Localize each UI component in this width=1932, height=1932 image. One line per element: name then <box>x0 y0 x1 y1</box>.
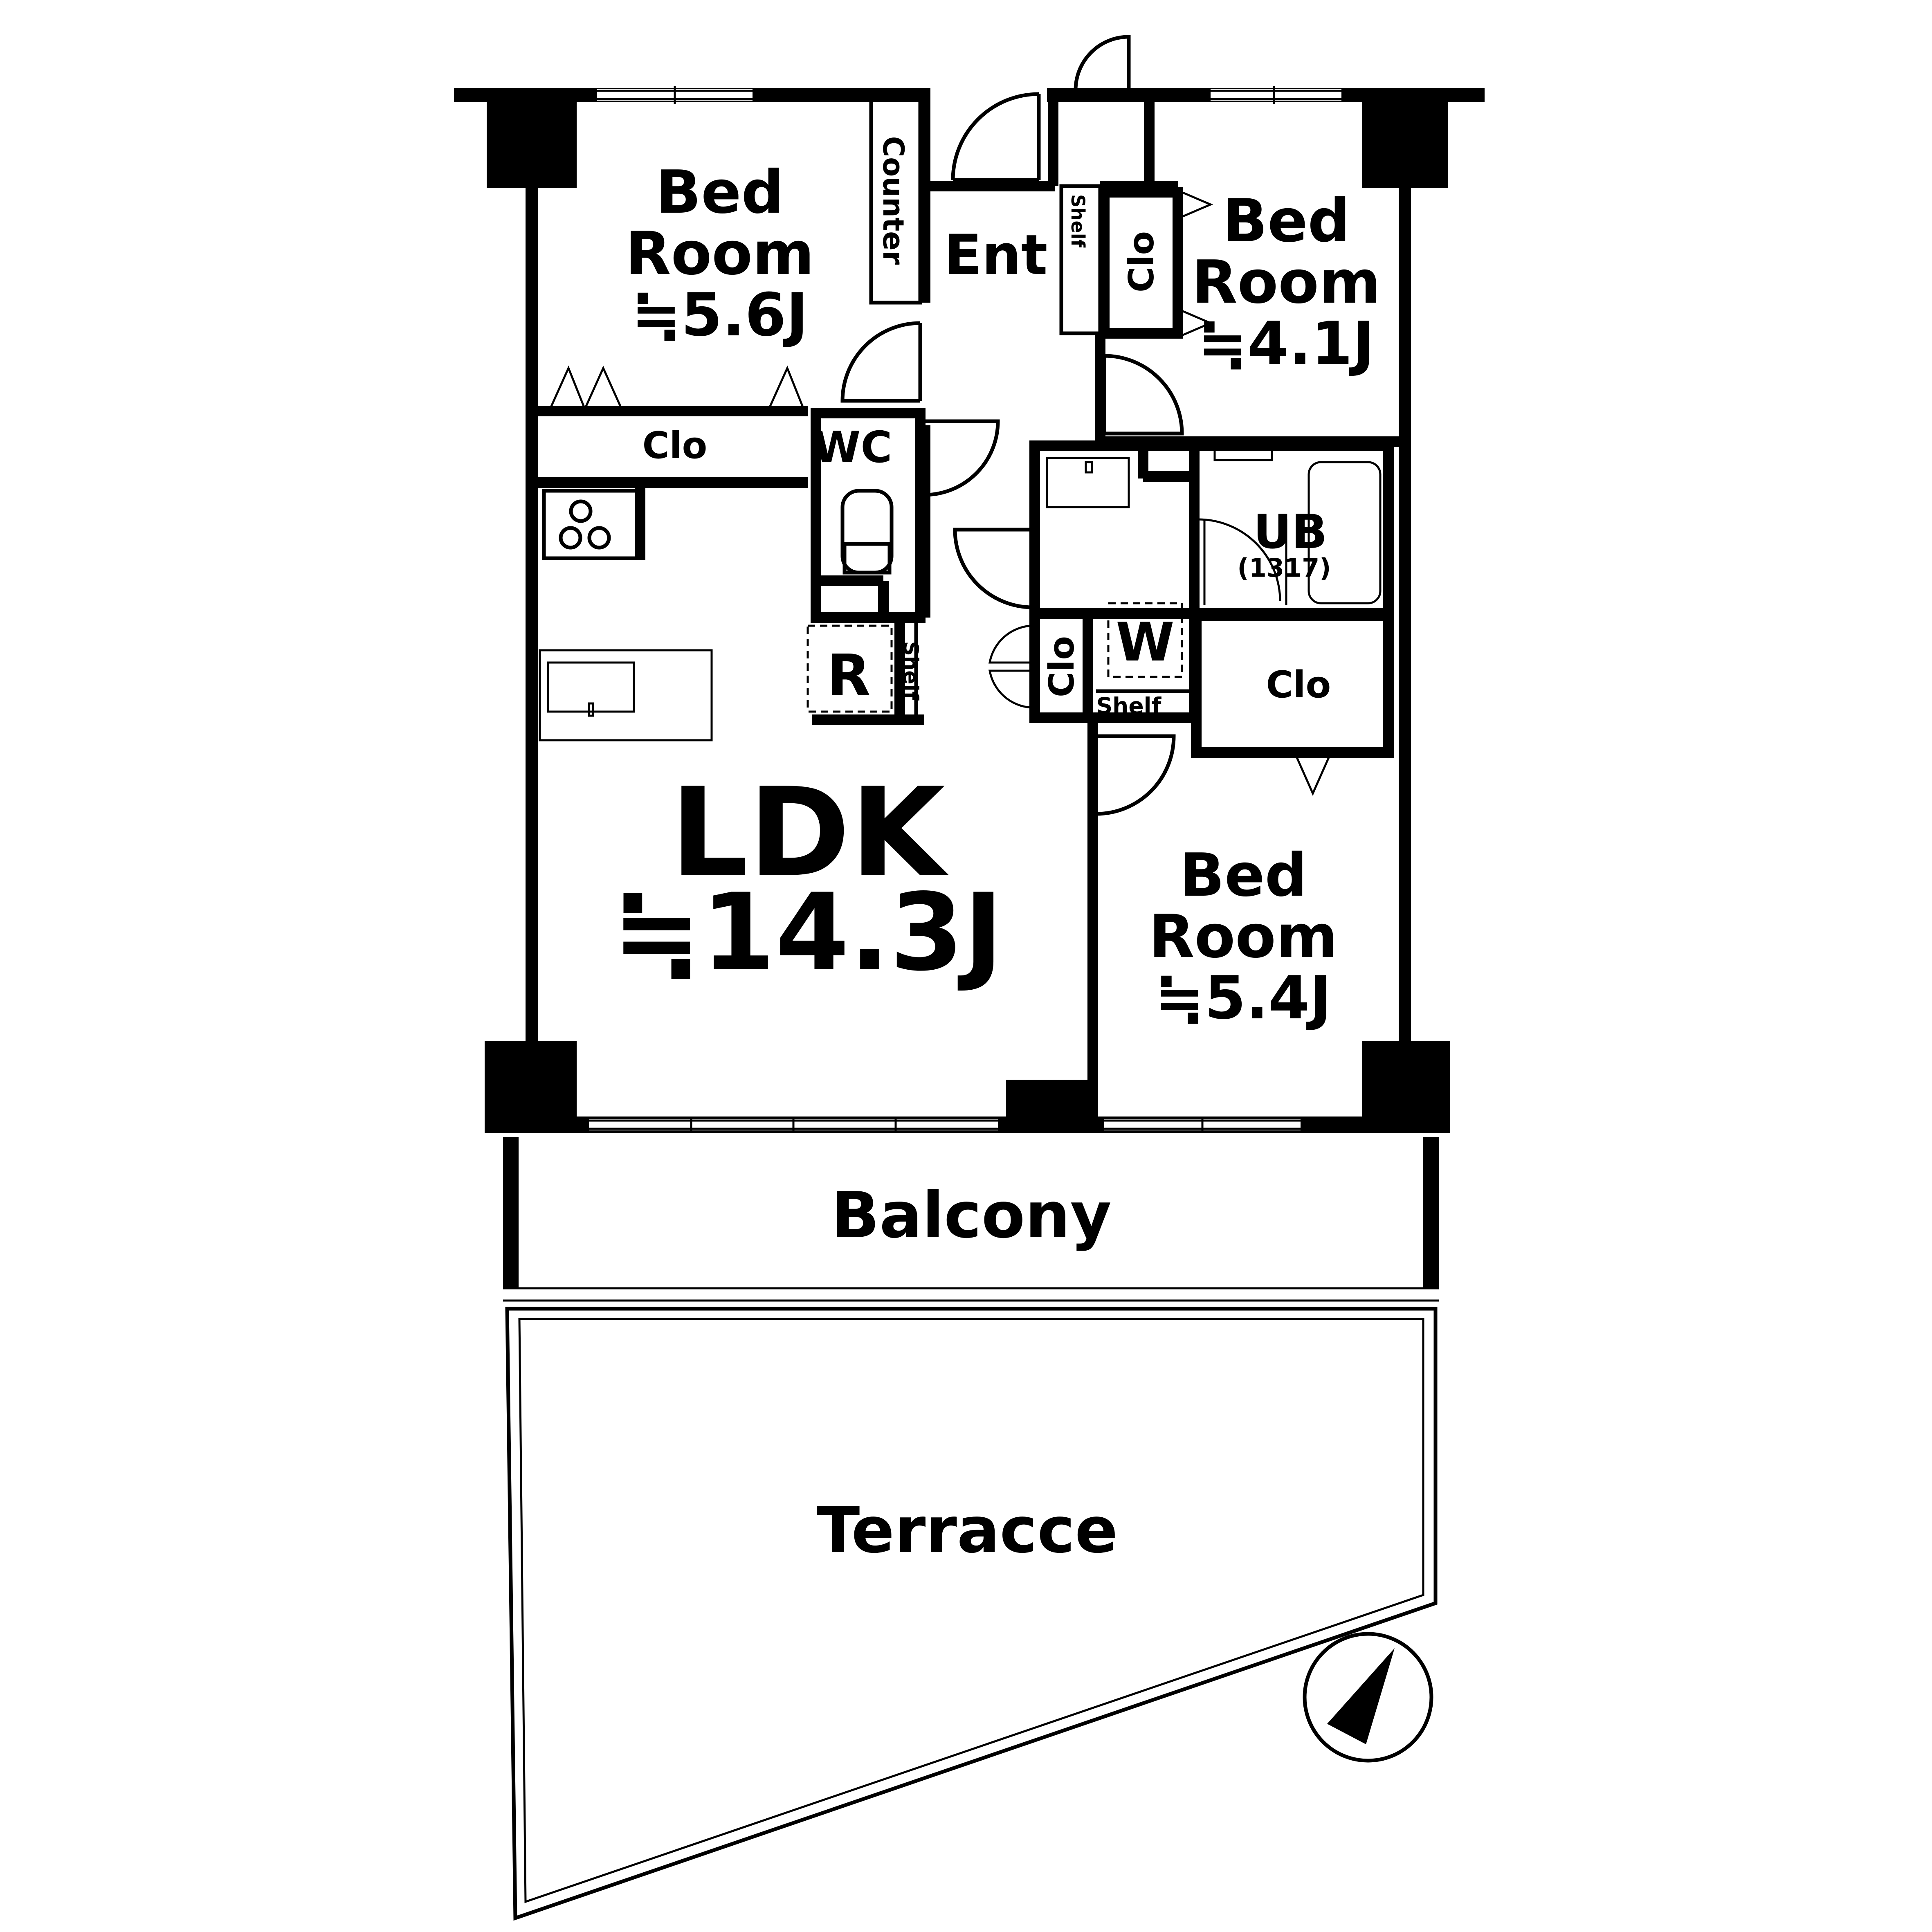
washer-label: W <box>1116 611 1174 673</box>
shelf-ent-label: Shelf <box>1067 194 1089 247</box>
shelf-r-label: Shelf <box>899 641 923 701</box>
bed1-size: ≒5.6J <box>631 281 808 350</box>
bed3-label-line2: Room <box>1149 902 1338 971</box>
entrance-label: Ent <box>944 223 1048 287</box>
shelf-w-label: Shelf <box>1096 693 1162 719</box>
balcony-label: Balcony <box>831 1178 1112 1252</box>
north-arrow-icon <box>1303 1632 1433 1763</box>
ldk-size: ≒14.3J <box>612 871 1003 995</box>
bed1-label-line1: Bed <box>656 158 784 227</box>
bed2-label-line2: Room <box>1192 248 1381 317</box>
bed1-label-line2: Room <box>625 219 814 288</box>
terrace-label: Terracce <box>817 1493 1118 1567</box>
refrigerator-label: R <box>827 643 871 709</box>
bed2-label-line1: Bed <box>1222 186 1350 256</box>
closet-bed1-label: Clo <box>643 424 708 467</box>
bed3-size: ≒5.4J <box>1155 964 1332 1033</box>
ub-label: UB <box>1253 505 1327 559</box>
closet-hall-label: Clo <box>1042 636 1082 697</box>
interior-walls <box>532 90 1405 1121</box>
exterior-walls <box>454 86 1485 1133</box>
closet-bed2-label: Clo <box>1121 231 1162 292</box>
bed2-size: ≒4.1J <box>1198 309 1375 378</box>
bed3-label-line1: Bed <box>1179 841 1307 910</box>
ldk-label: LDK <box>670 762 950 904</box>
outdoor <box>503 1137 1439 1921</box>
doors <box>549 35 1330 816</box>
closet-bed3-label: Clo <box>1266 663 1331 706</box>
room-labels: Bed Room ≒5.6J Bed Room ≒4.1J Bed Room ≒… <box>612 136 1381 1567</box>
counter-label: Counter <box>876 136 910 265</box>
wc-label: WC <box>813 422 892 472</box>
ub-size: (1317) <box>1237 553 1331 583</box>
